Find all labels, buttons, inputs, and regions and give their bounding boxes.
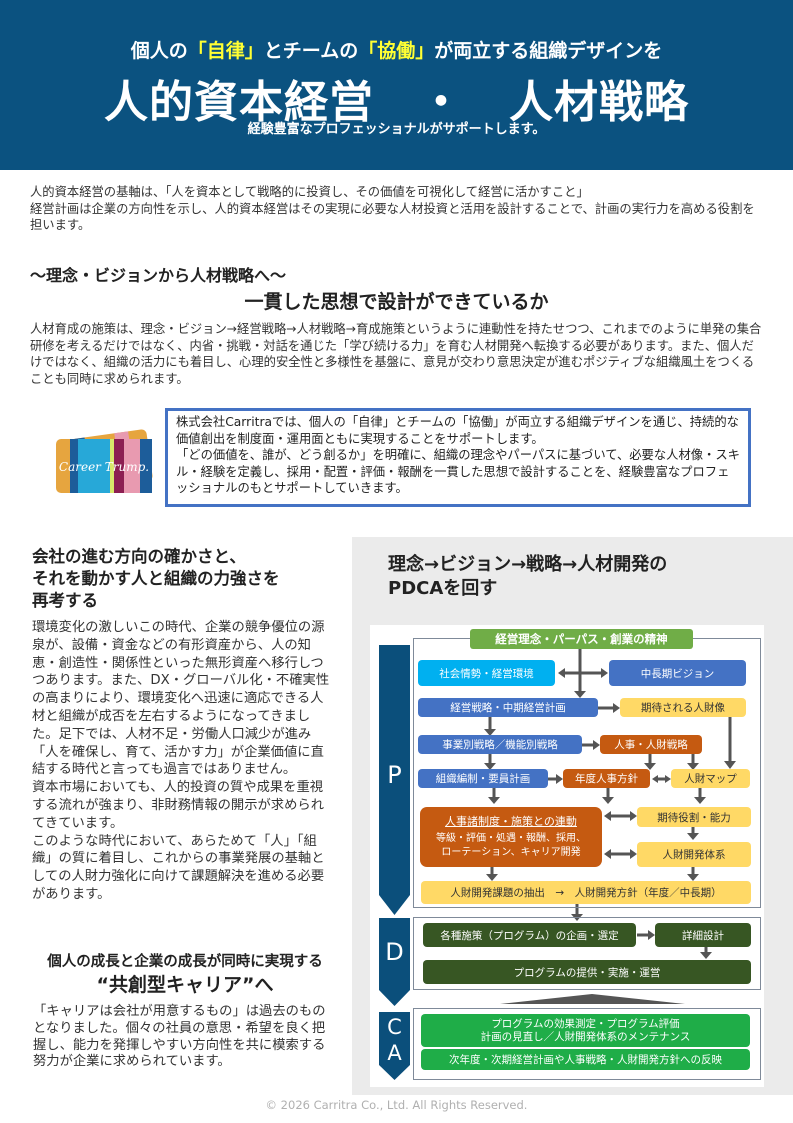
box-reflection: 次年度・次期経営計画や人事戦略・人財開発方針への反映 — [421, 1049, 750, 1070]
box-business-strategy: 事業別戦略／機能別戦略 — [418, 735, 582, 754]
intro-line: 経営計画は企業の方向性を示し、人的資本経営はその実現に必要な人材投資と活用を設計… — [30, 201, 755, 233]
heading-line: 再考する — [32, 591, 98, 610]
box-environment: 社会情勢・経営環境 — [418, 660, 555, 686]
hr-systems-title: 人事諸制度・施策との連動 — [445, 814, 577, 828]
subtitle-text: が両立する組織デザインを — [434, 40, 663, 62]
section1-heading: ～理念・ビジョンから人材戦略へ～ — [30, 266, 287, 285]
section1-body: 人材育成の施策は、理念・ビジョン→経営戦略→人材戦略→育成施策というように連動性… — [30, 322, 762, 386]
phase-arrows — [379, 645, 736, 1080]
section3-body: 「キャリアは会社が用意するもの」は過去のものとなりました。個々の社員の意思・希望… — [33, 1004, 326, 1070]
do-frame — [413, 917, 761, 990]
section2-body: 環境変化の激しいこの時代、企業の競争優位の源泉が、設備・資金などの有形資産から、… — [32, 619, 332, 904]
feedback-triangle — [500, 994, 685, 1004]
box-program-delivery: プログラムの提供・実施・運営 — [423, 960, 751, 984]
title-line: 理念→ビジョン→戦略→人材開発の — [388, 554, 668, 575]
box-management-strategy: 経営戦略・中期経営計画 — [418, 698, 598, 717]
footer-copyright: © 2026 Carritra Co., Ltd. All Rights Res… — [265, 1098, 528, 1112]
box-talent-map: 人財マップ — [671, 769, 750, 788]
section3-subheading: “共創型キャリア”へ — [96, 974, 274, 996]
phase-p-arrow — [379, 645, 410, 915]
box-vision: 中長期ビジョン — [609, 660, 746, 686]
box-evaluation: プログラムの効果測定・プログラム評価 計画の見直し／人財開発体系のメンテナンス — [421, 1014, 750, 1047]
phase-d-label: D — [385, 938, 404, 966]
box-development-system: 人財開発体系 — [637, 842, 751, 867]
title-line: PDCAを回す — [388, 578, 498, 599]
box-expected-roles: 期待役割・能力 — [637, 807, 751, 827]
hr-systems-detail: ローテーション、キャリア開発 — [441, 846, 581, 858]
box-program-planning: 各種施策（プログラム）の企画・選定 — [423, 923, 636, 947]
message-text: 株式会社Carritraでは、個人の「自律」とチームの「協働」が両立する組織デザ… — [176, 415, 739, 446]
heading-line: 会社の進む方向の確かさと、 — [32, 547, 246, 566]
section2-heading: 会社の進む方向の確かさと、 それを動かす人と組織の力強さを 再考する — [32, 546, 342, 612]
header-banner: 個人の「自律」とチームの「協働」が両立する組織デザインを 人的資本経営 ・ 人材… — [0, 0, 793, 170]
box-philosophy: 経営理念・パーパス・創業の精神 — [470, 629, 693, 649]
box-org-planning: 組織編制・要員計画 — [418, 769, 548, 788]
subtitle-text: 個人の — [130, 40, 188, 62]
header-tagline: 経験豊富なプロフェッショナルがサポートします。 — [247, 122, 546, 137]
phase-p-label: P — [387, 761, 402, 789]
company-message-box: 株式会社Carritraでは、個人の「自律」とチームの「協働」が両立する組織デザ… — [165, 408, 751, 507]
flow-arrows — [484, 649, 736, 959]
box-annual-hr-policy: 年度人事方針 — [563, 769, 650, 788]
box-development-policy: 人財開発課題の抽出 → 人財開発方針（年度／中長期） — [421, 881, 751, 904]
phase-c-label: C — [387, 1015, 402, 1039]
pdca-diagram: P D C A 経営理念・パーパス・創業の精神 社会情勢・経営環境 中長期ビジョ… — [370, 625, 764, 1087]
body-paragraph: 資本市場においても、人的投資の質や成果を重視する流れが強まり、非財務情報の開示が… — [32, 780, 324, 831]
phase-ca-arrow — [379, 1012, 410, 1080]
career-trump-cards-logo: Career Trump. — [48, 425, 160, 497]
phase-a-label: A — [387, 1041, 402, 1065]
body-paragraph: 環境変化の激しいこの時代、企業の競争優位の源泉が、設備・資金などの有形資産から、… — [32, 620, 330, 778]
heading-line: それを動かす人と組織の力強さを — [32, 569, 280, 588]
intro-text: 人的資本経営の基軸は、「人を資本として戦略的に投資し、その価値を可視化して経営に… — [30, 184, 765, 234]
body-paragraph: このような時代において、あらためて「人」「組織」の質に着目し、これからの事業発展… — [32, 833, 325, 902]
box-ideal-talent: 期待される人財像 — [620, 698, 746, 717]
hr-systems-detail: 等級・評価・処遇・報酬、採用、 — [436, 832, 586, 844]
intro-line: 人的資本経営の基軸は、「人を資本として戦略的に投資し、その価値を可視化して経営に… — [30, 185, 589, 199]
box-hr-strategy: 人事・人財戦略 — [600, 735, 702, 754]
box-hr-systems: 人事諸制度・施策との連動 等級・評価・処遇・報酬、採用、 ローテーション、キャリ… — [420, 807, 602, 867]
logo-text: Career Trump. — [59, 460, 149, 474]
section1-subheading: 一貫した思想で設計ができているか — [244, 291, 549, 313]
pdca-title: 理念→ビジョン→戦略→人材開発の PDCAを回す — [388, 553, 667, 601]
message-text: 「どの価値を、誰が、どう創るか」を明確に、組織の理念やパーパスに基づいて、必要な… — [176, 448, 740, 495]
page-title: 人的資本経営 ・ 人材戦略 — [104, 77, 689, 128]
highlight-autonomy: 「自律」 — [187, 40, 264, 62]
evaluation-line: プログラムの効果測定・プログラム評価 — [491, 1017, 680, 1030]
box-detailed-design: 詳細設計 — [655, 923, 751, 947]
header-subtitle: 個人の「自律」とチームの「協働」が両立する組織デザインを — [0, 36, 793, 63]
check-act-frame — [413, 1008, 761, 1080]
subtitle-text: とチームの — [263, 40, 359, 62]
highlight-collaboration: 「協働」 — [358, 40, 435, 62]
phase-d-arrow — [379, 918, 410, 1006]
evaluation-line: 計画の見直し／人財開発体系のメンテナンス — [480, 1030, 691, 1043]
section3-heading: 個人の成長と企業の成長が同時に実現する — [47, 954, 323, 970]
